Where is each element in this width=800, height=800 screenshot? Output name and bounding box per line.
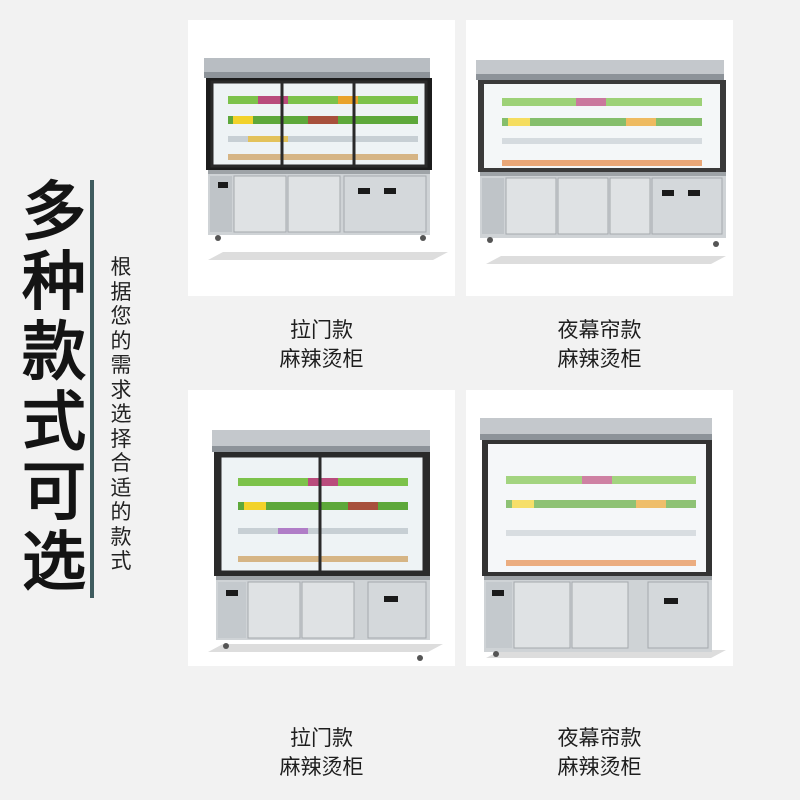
produce-shelves [502, 98, 702, 166]
product-caption: 拉门款 麻辣烫柜 [188, 724, 455, 782]
product-card[interactable] [188, 390, 455, 666]
product-style: 夜幕帘款 [557, 726, 642, 750]
product-card[interactable] [188, 20, 455, 296]
product-caption: 夜幕帘款 麻辣烫柜 [466, 724, 733, 782]
product-card[interactable] [466, 390, 733, 666]
cabinet-image [208, 430, 443, 661]
cabinet-image [476, 60, 726, 264]
produce-shelves [506, 476, 696, 566]
product-name: 麻辣烫柜 [279, 755, 364, 779]
headline: 多种款式可选 [22, 176, 86, 600]
product-name: 麻辣烫柜 [557, 347, 642, 371]
cabinet-image [204, 58, 448, 260]
product-card[interactable] [466, 20, 733, 296]
cabinet-image [480, 418, 726, 658]
product-style: 拉门款 [290, 318, 353, 342]
product-style: 夜幕帘款 [557, 318, 642, 342]
product-caption: 夜幕帘款 麻辣烫柜 [466, 316, 733, 374]
subtext: 根据您的需求选择合适的款式 [110, 255, 132, 573]
product-style: 拉门款 [290, 726, 353, 750]
produce-shelves [228, 96, 418, 160]
product-name: 麻辣烫柜 [279, 347, 364, 371]
produce-shelves [238, 478, 408, 562]
accent-bar [90, 180, 94, 598]
product-caption: 拉门款 麻辣烫柜 [188, 316, 455, 374]
product-name: 麻辣烫柜 [557, 755, 642, 779]
